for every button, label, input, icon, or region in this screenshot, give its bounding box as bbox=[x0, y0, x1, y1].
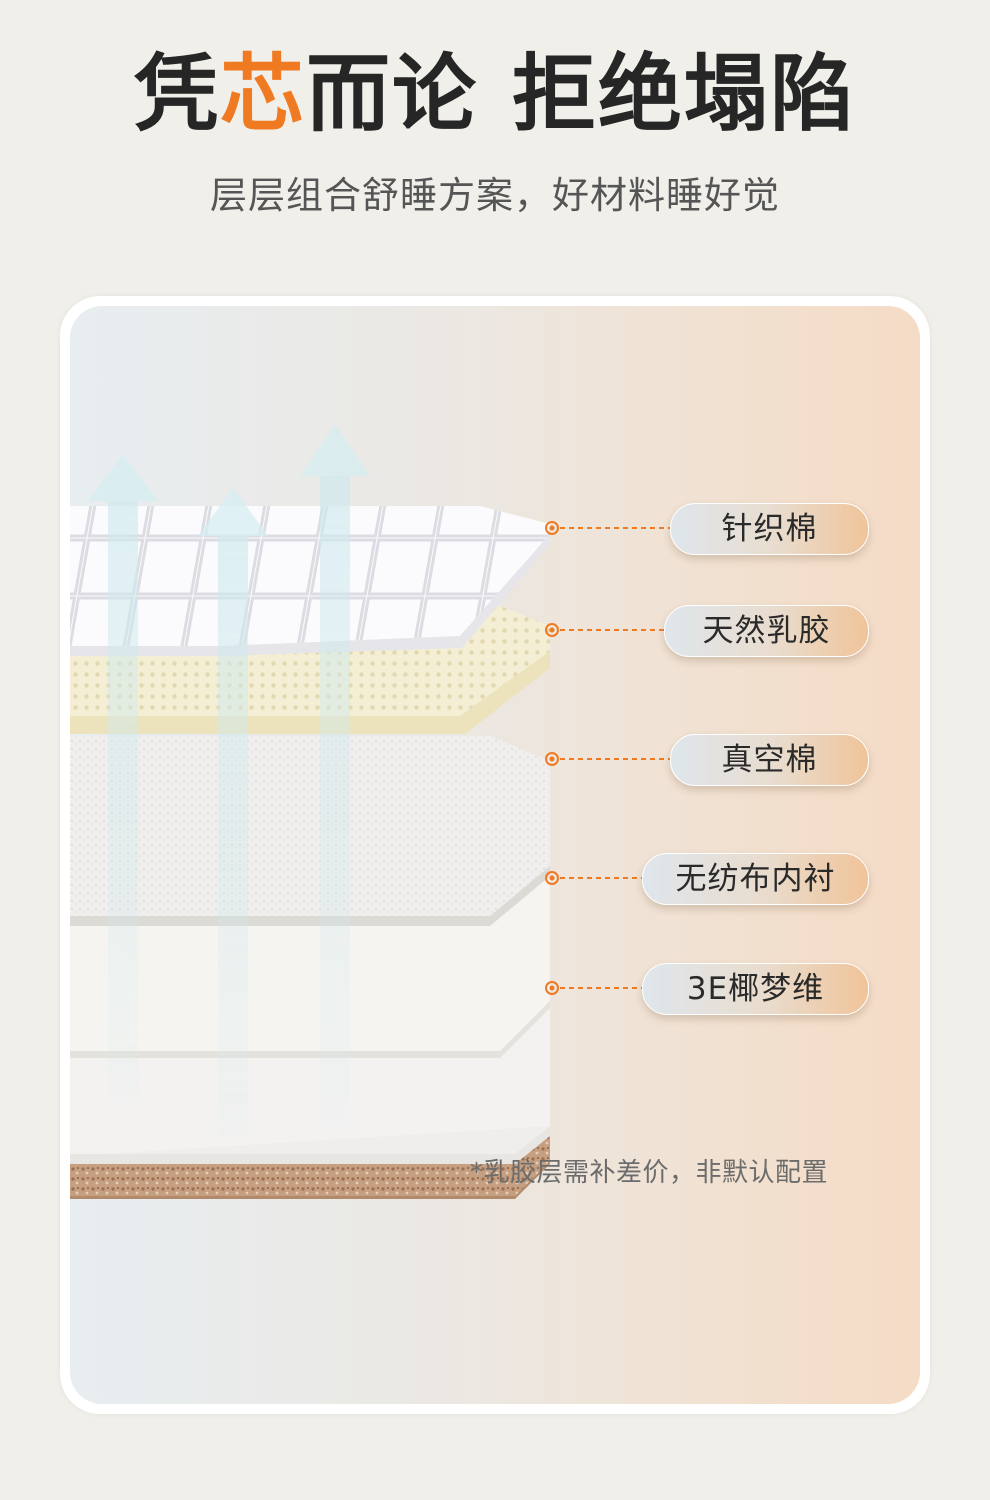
page-subtitle: 层层组合舒睡方案，好材料睡好觉 bbox=[210, 174, 780, 217]
layer-connectors bbox=[545, 521, 670, 995]
layer-tag-latex: 天然乳胶 bbox=[664, 605, 869, 657]
layer-tag-vacuum-cotton: 真空棉 bbox=[670, 734, 869, 786]
mattress-layers-panel: 针织棉 天然乳胶 真空棉 无纺布内衬 3E椰梦维 bbox=[70, 306, 920, 1404]
mattress-illustration bbox=[70, 424, 670, 1199]
vacuum-cotton-layer-shape bbox=[70, 736, 550, 926]
airflow-arrows bbox=[88, 424, 370, 1136]
layer-tag-knit-cotton: 针织棉 bbox=[670, 503, 869, 555]
layer-tag-nonwoven-lining: 无纺布内衬 bbox=[642, 853, 869, 905]
page-title: 凭芯而论拒绝塌陷 bbox=[0, 52, 990, 136]
title-accent: 芯 bbox=[219, 45, 306, 143]
title-part3: 拒绝塌陷 bbox=[512, 45, 857, 143]
knit-cotton-layer-shape bbox=[70, 506, 550, 656]
title-part2: 而论 bbox=[306, 45, 479, 143]
price-note: *乳胶层需补差价，非默认配置 bbox=[470, 1158, 829, 1188]
title-part1: 凭 bbox=[133, 45, 220, 143]
layer-tag-coconut-fiber: 3E椰梦维 bbox=[642, 963, 869, 1015]
